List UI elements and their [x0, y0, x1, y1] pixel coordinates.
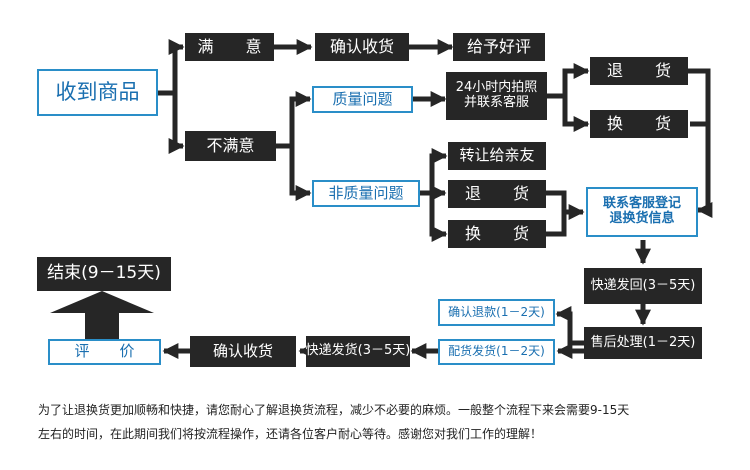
node-confirm-receipt-bottom: 确认收货	[190, 336, 296, 367]
node-review: 评 价	[48, 339, 161, 365]
node-unsatisfied: 不满意	[185, 131, 276, 161]
node-ship-delivery: 配货发货(1－2天)	[438, 339, 555, 365]
node-exchange-mid: 换 货	[448, 220, 546, 248]
node-contact-service-register: 联系客服登记 退换货信息	[586, 187, 698, 237]
node-quality-issue: 质量问题	[312, 86, 413, 113]
node-non-quality-issue: 非质量问题	[312, 180, 420, 207]
up-arrow-icon	[50, 291, 154, 339]
node-satisfied: 满 意	[185, 33, 274, 61]
node-transfer-to-friend: 转让给亲友	[448, 142, 546, 170]
node-photo-contact: 24小时内拍照 并联系客服	[446, 72, 547, 120]
node-confirm-receipt-top: 确认收货	[315, 33, 409, 61]
node-return-mid: 退 货	[448, 180, 546, 208]
node-express-return: 快递发回(3－5天)	[584, 268, 702, 304]
node-give-good-review: 给予好评	[453, 33, 545, 61]
node-exchange-top: 换 货	[590, 110, 688, 138]
note-line-2: 左右的时间，在此期间我们将按流程操作，还请各位客户耐心等待。感谢您对我们工作的理…	[38, 427, 543, 441]
note-line-1: 为了让退换货更加顺畅和快捷，请您耐心了解退换货流程，减少不必要的麻烦。一般整个流…	[38, 403, 630, 417]
node-confirm-refund: 确认退款(1－2天)	[438, 299, 555, 326]
node-end: 结束(9－15天)	[37, 257, 171, 291]
node-after-sales: 售后处理(1－2天)	[584, 327, 702, 359]
node-express-ship: 快递发货(3－5天)	[306, 336, 410, 367]
node-return-top: 退 货	[590, 57, 688, 85]
node-receive: 收到商品	[37, 69, 158, 116]
